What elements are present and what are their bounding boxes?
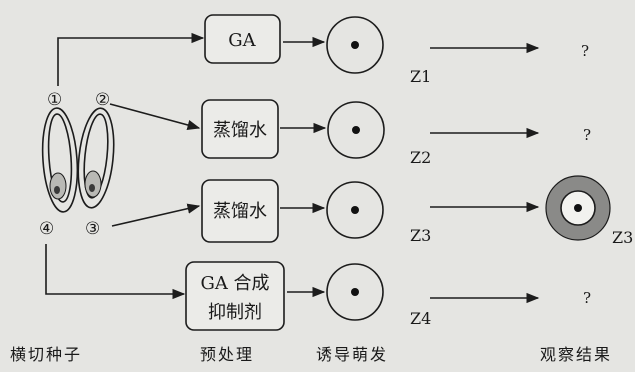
treatment-water-1-label: 蒸馏水 — [213, 120, 267, 141]
seed-label-3: ③ — [85, 219, 100, 239]
treatment-inhibitor-label-line1: GA 合成 — [200, 273, 269, 294]
dish-z4 — [326, 263, 384, 321]
seed-label-1: ① — [47, 90, 62, 110]
stage-label-germination: 诱导萌发 — [316, 345, 388, 364]
treatment-inhibitor-label-line2: 抑制剂 — [208, 302, 262, 323]
result-z3-halo — [545, 175, 611, 241]
stage-label-pretreatment: 预处理 — [200, 345, 254, 364]
treatment-water-2-label: 蒸馏水 — [213, 201, 267, 222]
stage-label-cut-seeds: 横切种子 — [10, 345, 82, 364]
arrow-seed3-to-water — [111, 203, 201, 227]
dish-label-z2: Z2 — [410, 148, 431, 167]
result-z4-unknown: ? — [583, 289, 591, 307]
seed-label-2: ② — [95, 90, 110, 110]
result-z1-unknown: ? — [581, 42, 589, 60]
treatment-box-ga — [204, 14, 281, 64]
dish-label-z4: Z4 — [410, 309, 431, 328]
arrow-seed4-to-inhibitor — [45, 244, 186, 300]
treatment-ga-label: GA — [228, 30, 256, 51]
treatment-box-inhibitor — [185, 261, 285, 331]
dish-label-z3: Z3 — [410, 226, 431, 245]
seed-right — [77, 107, 115, 209]
result-z3-label: Z3 — [612, 228, 633, 247]
embryo-left — [49, 172, 67, 200]
result-z2-unknown: ? — [583, 126, 591, 144]
treatment-box-water-1 — [201, 99, 279, 159]
seed-label-4: ④ — [39, 219, 54, 239]
dish-z1 — [326, 16, 384, 74]
dish-label-z1: Z1 — [410, 67, 431, 86]
arrow-seed2-to-water — [109, 103, 201, 130]
arrow-seed1-to-ga — [57, 32, 205, 86]
treatment-box-water-2 — [201, 179, 279, 243]
embryo-right — [84, 170, 102, 198]
dish-z3 — [326, 181, 384, 239]
stage-label-observation: 观察结果 — [540, 345, 612, 364]
seed-left — [41, 107, 79, 213]
dish-z2 — [327, 101, 385, 159]
